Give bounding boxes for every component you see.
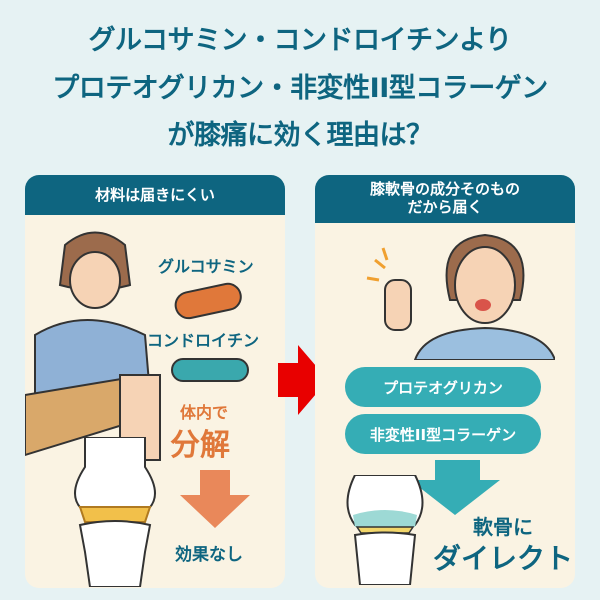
- to-cartilage-label: 軟骨に: [473, 515, 533, 539]
- red-arrow-icon: [278, 345, 328, 415]
- down-arrow-orange-icon: [180, 470, 250, 528]
- glucosamine-label: グルコサミン: [158, 257, 254, 276]
- healthy-knee-illustration: [346, 475, 424, 585]
- title-line-1: グルコサミン・コンドロイチンより: [88, 25, 512, 56]
- title-line-3: が膝痛に効く理由は？: [167, 120, 434, 151]
- no-effect-label: 効果なし: [175, 545, 243, 565]
- left-panel: 材料は届きにくい グルコサミン コンドロイチン 体内で 分解 効果なし: [25, 175, 285, 588]
- in-body-label: 体内で: [180, 403, 229, 422]
- right-panel: 膝軟骨の成分そのもの だから届く プロテオグリカン 非変性II型コラーゲン 軟骨…: [315, 175, 575, 588]
- undenatured-collagen-pill: 非変性II型コラーゲン: [345, 414, 541, 454]
- right-panel-header: 膝軟骨の成分そのもの だから届く: [315, 175, 575, 223]
- right-header-line-1: 膝軟骨の成分そのもの: [369, 180, 520, 198]
- left-panel-header: 材料は届きにくい: [25, 175, 285, 215]
- proteoglycan-pill: プロテオグリカン: [345, 367, 541, 407]
- title-line-2: プロテオグリカン・非変性II型コラーゲン: [52, 73, 548, 104]
- chondroitin-label: コンドロイチン: [147, 331, 260, 350]
- right-header-line-2: だから届く: [407, 198, 483, 216]
- damaged-knee-illustration: [74, 437, 156, 587]
- orange-pill-icon: [174, 282, 242, 320]
- down-arrow-teal-icon: [410, 460, 500, 515]
- teal-pill-icon: [171, 358, 249, 382]
- decomposed-label: 分解: [170, 428, 230, 463]
- direct-label: ダイレクト: [433, 542, 574, 575]
- happy-person-illustration: [366, 233, 555, 360]
